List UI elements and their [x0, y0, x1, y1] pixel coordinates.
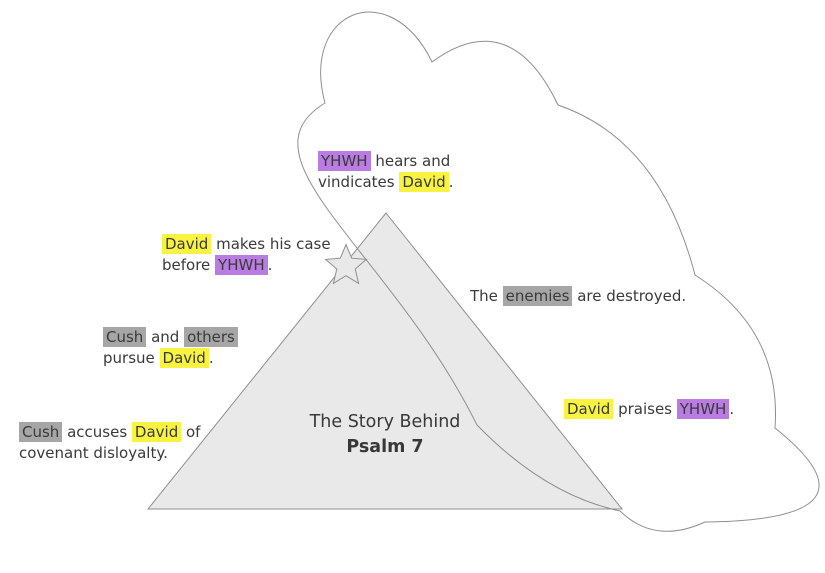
label-text: .: [267, 256, 273, 274]
label-line: David praises YHWH.: [564, 399, 734, 420]
label-text: .: [729, 400, 735, 418]
diagram-title-line1: The Story Behind: [309, 412, 461, 432]
label-text: before: [162, 256, 216, 274]
label-line: YHWH hears and: [318, 151, 453, 172]
label-line: David makes his case: [162, 234, 331, 255]
label-text: are destroyed.: [572, 287, 687, 305]
highlight-yhwh: YHWH: [318, 151, 371, 171]
label-yhwh-hears-vindicates: YHWH hears and vindicates David.: [318, 151, 453, 193]
label-text: praises: [613, 400, 677, 418]
highlight-enemies: enemies: [502, 286, 573, 306]
label-text: .: [448, 173, 454, 191]
label-text: .: [208, 349, 214, 367]
label-line: vindicates David.: [318, 172, 453, 193]
star-icon: [324, 243, 368, 285]
label-cush-others-pursue: Cush and others pursue David.: [103, 327, 238, 369]
highlight-others: others: [184, 327, 238, 347]
label-text: vindicates: [318, 173, 400, 191]
label-text: and: [146, 328, 185, 346]
highlight-cush: Cush: [103, 327, 147, 347]
label-line: Cush and others: [103, 327, 238, 348]
highlight-david: David: [159, 348, 209, 368]
label-text: The: [470, 287, 503, 305]
diagram-title-line2: Psalm 7: [346, 437, 424, 457]
highlight-david: David: [131, 422, 182, 442]
label-text: pursue: [103, 349, 160, 367]
label-david-praises: David praises YHWH.: [564, 399, 734, 420]
label-line: Cush accuses David of: [19, 422, 200, 443]
label-cush-accuses: Cush accuses David of covenant disloyalt…: [19, 422, 200, 464]
label-line: pursue David.: [103, 348, 238, 369]
label-text: of: [181, 423, 201, 441]
label-line: before YHWH.: [162, 255, 331, 276]
label-enemies-destroyed: The enemies are destroyed.: [470, 286, 686, 307]
label-david-makes-case: David makes his case before YHWH.: [162, 234, 331, 276]
label-line: covenant disloyalty.: [19, 443, 200, 464]
highlight-david: David: [399, 172, 449, 192]
label-text: covenant disloyalty.: [19, 444, 168, 462]
mountain-triangle: [146, 212, 624, 510]
label-text: makes his case: [211, 235, 331, 253]
highlight-yhwh: YHWH: [215, 255, 268, 275]
highlight-david: David: [162, 234, 212, 254]
highlight-yhwh: YHWH: [676, 399, 730, 419]
label-text: hears and: [370, 152, 451, 170]
highlight-cush: Cush: [19, 422, 63, 442]
label-line: The enemies are destroyed.: [470, 286, 686, 307]
highlight-david: David: [564, 399, 614, 419]
label-text: accuses: [62, 423, 132, 441]
diagram-title: The Story Behind Psalm 7: [310, 410, 461, 460]
thought-cloud-outline: [297, 11, 820, 532]
